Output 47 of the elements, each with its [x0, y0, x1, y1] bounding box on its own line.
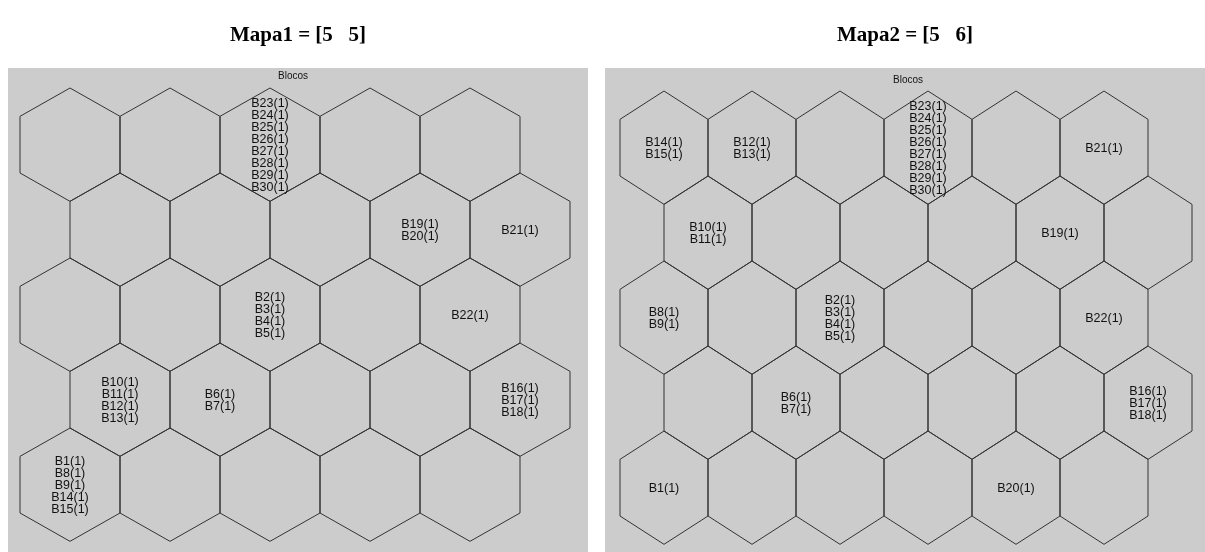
- hexagon-cell: [1060, 431, 1148, 545]
- block-list: B14(1) B15(1): [641, 136, 687, 160]
- block-list: B19(1) B20(1): [397, 218, 443, 242]
- block-list: B21(1): [497, 224, 543, 236]
- hexagon-cell: [320, 428, 420, 542]
- hexagon-cell: [1104, 346, 1192, 460]
- hexagon-cell: [470, 343, 570, 457]
- block-list: B1(1) B8(1) B9(1) B14(1) B15(1): [47, 455, 93, 515]
- map-panel: [605, 68, 1205, 552]
- hexagon-cell: [620, 261, 708, 375]
- hexagon-cell: [620, 431, 708, 545]
- panel-heading: Blocos: [893, 74, 923, 85]
- block-list: B8(1) B9(1): [641, 306, 687, 330]
- block-list: B22(1): [447, 309, 493, 321]
- block-list: B16(1) B17(1) B18(1): [497, 382, 543, 418]
- map-title: Mapa2 = [5 6]: [836, 22, 974, 47]
- hexagon-cell: [120, 428, 220, 542]
- block-list: B19(1): [1037, 227, 1083, 239]
- hexagon-cell: [470, 173, 570, 287]
- hexagon-cell: [708, 431, 796, 545]
- block-list: B6(1) B7(1): [773, 391, 819, 415]
- map-title: Mapa1 = [5 5]: [229, 22, 367, 47]
- map-panel: [8, 68, 588, 552]
- panel-heading: Blocos: [278, 70, 308, 81]
- block-list: B1(1): [641, 482, 687, 494]
- hexagon-cell: [20, 258, 120, 372]
- hexagon-cell: [884, 431, 972, 545]
- block-list: B2(1) B3(1) B4(1) B5(1): [247, 291, 293, 339]
- hexagon-cell: [620, 91, 708, 205]
- hexagon-cell: [20, 428, 120, 542]
- hexagon-cell: [220, 428, 320, 542]
- hexagon-cell: [20, 88, 120, 202]
- hexagon-cell: [420, 428, 520, 542]
- hexagon-cell: [796, 431, 884, 545]
- block-list: B12(1) B13(1): [729, 136, 775, 160]
- block-list: B23(1) B24(1) B25(1) B26(1) B27(1) B28(1) B29(1) B30(1): [905, 100, 951, 196]
- hexagon-cell: [1104, 176, 1192, 290]
- block-list: B2(1) B3(1) B4(1) B5(1): [817, 294, 863, 342]
- block-list: B22(1): [1081, 312, 1127, 324]
- block-list: B21(1): [1081, 142, 1127, 154]
- block-list: B10(1) B11(1): [685, 221, 731, 245]
- block-list: B6(1) B7(1): [197, 388, 243, 412]
- hexagon-cell: [972, 431, 1060, 545]
- block-list: B10(1) B11(1) B12(1) B13(1): [97, 376, 143, 424]
- block-list: B20(1): [993, 482, 1039, 494]
- block-list: B16(1) B17(1) B18(1): [1125, 385, 1171, 421]
- block-list: B23(1) B24(1) B25(1) B26(1) B27(1) B28(1) B29(1) B30(1): [247, 97, 293, 193]
